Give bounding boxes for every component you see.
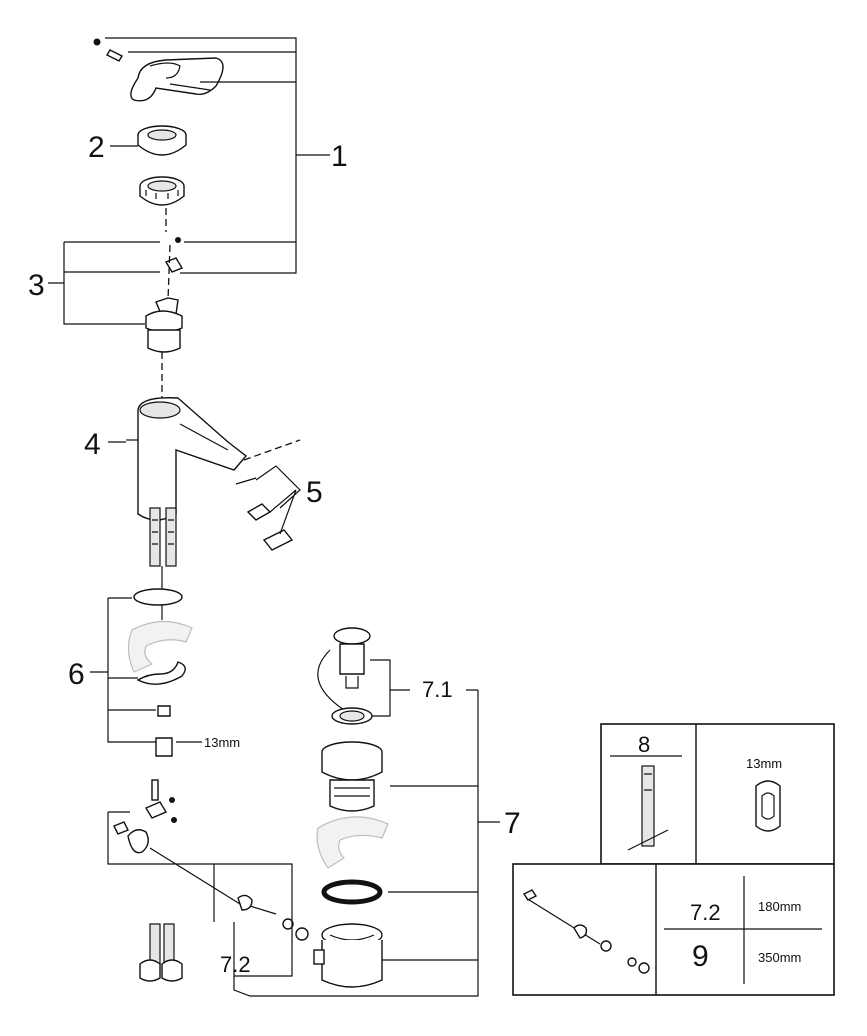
handle-assembly <box>93 37 330 274</box>
rod-row-2-ref: 9 <box>692 940 709 973</box>
pull-rod-assembly <box>107 690 479 997</box>
horseshoe-washer-ghost <box>127 620 193 673</box>
aerator-housing <box>262 529 294 551</box>
rod-row-1-length: 180mm <box>758 899 801 914</box>
tap-body <box>108 397 248 521</box>
tool-key <box>641 765 655 847</box>
threaded-ring <box>139 176 185 206</box>
rod-row-1-ref: 7.2 <box>690 900 721 925</box>
rod-table <box>512 863 835 996</box>
fixing-socket <box>155 737 173 757</box>
waste-plug-cap <box>333 627 371 645</box>
tool-table <box>600 723 835 865</box>
tool-size: 13mm <box>746 756 782 771</box>
set-screw <box>93 38 101 46</box>
fixing-plate <box>136 661 186 685</box>
callout-2: 2 <box>88 131 105 164</box>
callout-7: 7 <box>504 807 521 840</box>
fixing-nut <box>157 705 171 717</box>
aerator-set <box>235 439 301 551</box>
cartridge-body <box>147 329 181 353</box>
rod-drawing <box>525 897 601 945</box>
callout-6-size: 13mm <box>204 735 240 750</box>
cartridge-top <box>145 310 183 333</box>
base-seal <box>133 588 183 606</box>
supply-hoses <box>149 507 177 620</box>
cartridge-assembly <box>48 237 184 353</box>
callout-4: 4 <box>84 428 101 461</box>
callout-6: 6 <box>68 658 85 691</box>
callout-7-1: 7.1 <box>422 677 453 702</box>
callout-3: 3 <box>28 269 45 302</box>
cover-cap <box>110 125 187 156</box>
cartridge-screw <box>175 237 181 243</box>
lever-handle <box>130 57 224 102</box>
callout-1: 1 <box>331 140 348 173</box>
cartridge-adapter <box>164 257 184 273</box>
mounting-set <box>90 588 202 757</box>
aerator-insert <box>246 503 272 521</box>
grub-screw <box>106 49 123 62</box>
callout-5: 5 <box>306 476 323 509</box>
tool-ref: 8 <box>638 732 650 757</box>
hose-connectors <box>139 923 183 982</box>
rod-row-2-length: 350mm <box>758 950 801 965</box>
callout-7-2: 7.2 <box>220 952 251 977</box>
waste-o-ring <box>321 879 383 905</box>
tool-socket <box>755 780 781 832</box>
waste-assembly <box>313 627 500 988</box>
